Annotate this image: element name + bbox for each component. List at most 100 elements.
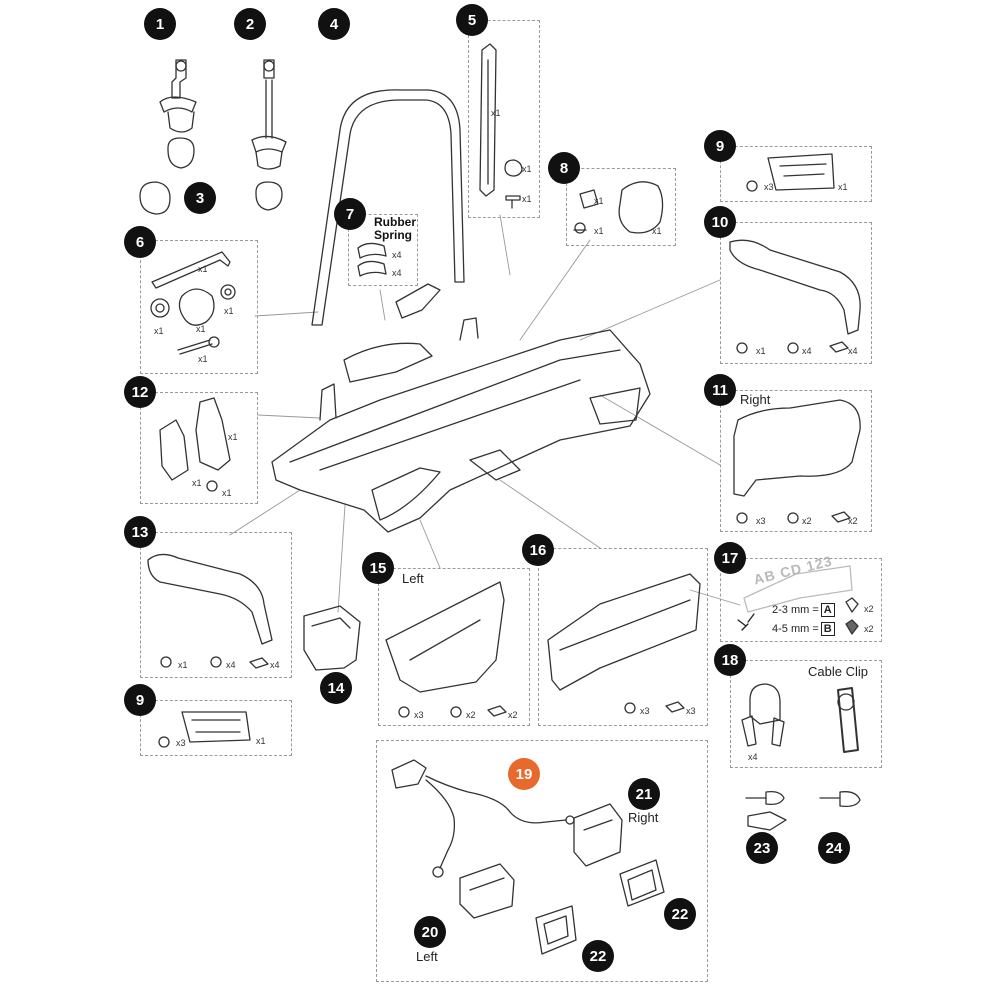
qty: x3 (686, 706, 696, 716)
group-box-9a (720, 146, 872, 202)
part-number-6: 6 (124, 226, 156, 258)
qty: x3 (764, 182, 774, 192)
plate-outline (743, 565, 853, 613)
part-number-21: 21 (628, 778, 660, 810)
qty: x3 (756, 516, 766, 526)
spacer-b-legend: 4-5 mm =B (772, 622, 835, 636)
qty: x4 (748, 752, 758, 762)
qty: x1 (522, 164, 532, 174)
qty: x4 (392, 268, 402, 278)
group-box-11 (720, 390, 872, 532)
qty: x4 (226, 660, 236, 670)
part-number-9a: 9 (704, 130, 736, 162)
qty: x2 (802, 516, 812, 526)
part-24-shape (819, 791, 861, 808)
label-left-20: Left (416, 949, 438, 964)
group-box-12 (140, 392, 258, 504)
part-10-shape (729, 239, 861, 354)
qty: x1 (196, 324, 206, 334)
part-18-shape (741, 683, 859, 753)
group-box-17 (720, 558, 882, 642)
qty: x4 (270, 660, 280, 670)
group-box-19 (376, 740, 708, 982)
spacer-b-range: 4-5 mm = (772, 623, 819, 635)
qty: x2 (848, 516, 858, 526)
label-rubber: Rubber (374, 215, 416, 229)
qty: x3 (640, 706, 650, 716)
qty: x1 (198, 264, 208, 274)
part-7-shape (357, 242, 441, 319)
part-number-1: 1 (144, 8, 176, 40)
qty: x1 (228, 432, 238, 442)
qty: x1 (222, 488, 232, 498)
qty: x1 (594, 196, 604, 206)
part-number-22b: 22 (582, 940, 614, 972)
part-15-shape (385, 581, 505, 693)
part-12-shape (159, 397, 231, 492)
part-20-shape (459, 863, 515, 919)
qty: x1 (198, 354, 208, 364)
spacer-a-key: A (820, 603, 835, 617)
part-8-shape (573, 181, 664, 234)
group-box-10 (720, 222, 872, 364)
part-number-23: 23 (746, 832, 778, 864)
label-spring: Spring (374, 228, 412, 242)
group-box-8 (566, 168, 676, 246)
part-number-8: 8 (548, 152, 580, 184)
group-box-6 (140, 240, 258, 374)
group-box-13 (140, 532, 292, 678)
part-number-13: 13 (124, 516, 156, 548)
qty: x1 (224, 306, 234, 316)
part-number-9b: 9 (124, 684, 156, 716)
qty: x1 (154, 326, 164, 336)
spacer-b-key: B (820, 622, 835, 636)
part-number-17: 17 (714, 542, 746, 574)
part-2-shape (251, 59, 287, 211)
part-number-19: 19 (508, 758, 540, 790)
part-4-hoop (311, 89, 465, 326)
part-number-18: 18 (714, 644, 746, 676)
group-box-18 (730, 660, 882, 768)
qty: x1 (256, 736, 266, 746)
part-23-shape (745, 790, 787, 831)
part-number-10: 10 (704, 206, 736, 238)
qty: x4 (848, 346, 858, 356)
part-number-14: 14 (320, 672, 352, 704)
part-22a-shape (619, 859, 665, 907)
part-number-11: 11 (704, 374, 736, 406)
group-box-16 (538, 548, 708, 726)
part-number-20: 20 (414, 916, 446, 948)
part-number-24: 24 (818, 832, 850, 864)
qty: x1 (652, 226, 662, 236)
label-left-15: Left (402, 571, 424, 586)
qty: x1 (594, 226, 604, 236)
part-number-7: 7 (334, 198, 366, 230)
part-number-3: 3 (184, 182, 216, 214)
qty: x3 (414, 710, 424, 720)
carrier-body (271, 317, 651, 533)
qty: x1 (192, 478, 202, 488)
part-number-2: 2 (234, 8, 266, 40)
part-14-shape (303, 605, 361, 671)
group-box-5 (468, 20, 540, 218)
qty: x1 (491, 108, 501, 118)
part-9a-shape (746, 153, 835, 192)
part-number-12: 12 (124, 376, 156, 408)
part-1-shape (159, 59, 197, 169)
part-number-5: 5 (456, 4, 488, 36)
qty: x1 (838, 182, 848, 192)
part-number-15: 15 (362, 552, 394, 584)
leader-lines (229, 214, 741, 613)
qty: x1 (178, 660, 188, 670)
group-box-7 (348, 214, 418, 286)
part-number-16: 16 (522, 534, 554, 566)
qty: x4 (392, 250, 402, 260)
group-box-15 (378, 568, 530, 726)
qty: x2 (864, 604, 874, 614)
qty: x3 (176, 738, 186, 748)
qty: x1 (522, 194, 532, 204)
spacer-a-legend: 2-3 mm =A (772, 603, 835, 617)
group-box-9b (140, 700, 292, 756)
